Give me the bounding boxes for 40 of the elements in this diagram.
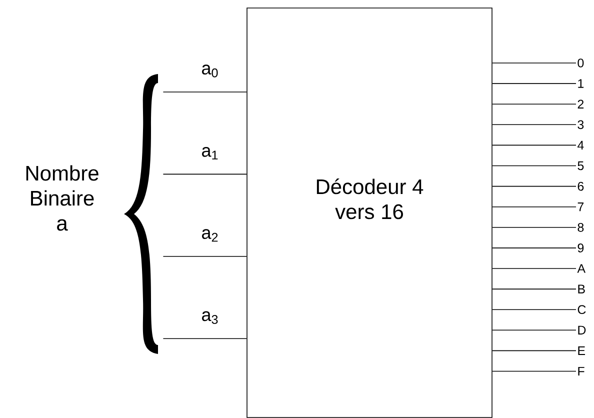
output-label: E [578,346,585,355]
input-label: a$_{2}$ [202,229,218,242]
output-line [492,206,576,208]
output-line [492,227,576,228]
output-label: 8 [578,222,584,232]
input-line [162,174,247,175]
output-label: 1 [578,79,584,88]
output-label: A [577,264,586,273]
output-label: B [578,284,585,294]
input-label: a$_{3}$ [202,311,218,324]
brace-caption: Nombre Binaire a [26,165,98,231]
output-line [492,268,576,269]
output-line [492,165,576,166]
output-line [492,124,576,126]
output-label: 7 [578,202,584,212]
output-label: 5 [578,161,584,170]
brace [124,74,158,354]
output-line [492,330,576,331]
output-line [492,186,576,187]
output-line [492,83,576,84]
output-line [492,288,576,290]
output-line [492,350,576,352]
output-label: F [578,366,584,376]
decoder-box: Décodeur 4 vers 16 [246,8,492,418]
input-label: a$_{1}$ [202,147,218,160]
output-line [492,370,576,372]
output-label: C [578,305,586,314]
output-label: 0 [578,58,584,68]
output-line [492,309,576,310]
output-line [492,144,576,146]
output-label: 2 [578,100,584,108]
output-label: 4 [578,140,584,150]
output-label: 9 [578,244,584,252]
output-label: D [578,326,586,334]
output-label: 3 [578,120,584,130]
input-line [162,338,247,339]
input-label: a$_{0}$ [202,64,218,78]
input-line [162,256,247,257]
output-label: 6 [578,182,584,191]
output-line [492,62,576,64]
